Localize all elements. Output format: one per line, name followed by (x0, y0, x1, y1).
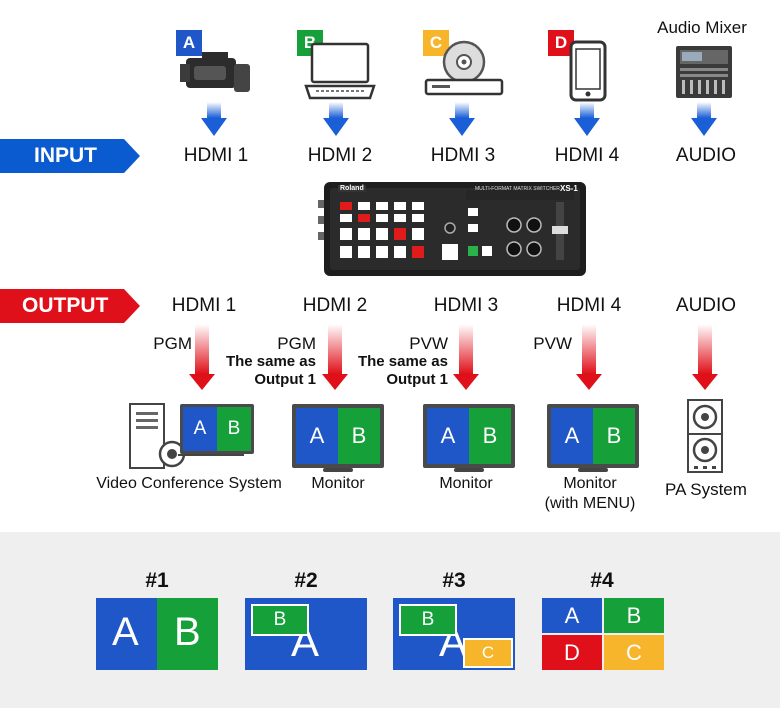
layout1-b: B (174, 610, 201, 654)
output-tag: OUTPUT (22, 294, 109, 317)
layout-num-1: #1 (145, 569, 169, 592)
device-label-out3: Monitor (439, 475, 493, 492)
screen-b: B (217, 407, 251, 451)
layout-2: A B (245, 598, 367, 670)
layout1-a: A (112, 610, 139, 654)
output-label-hdmi1: HDMI 1 (171, 295, 237, 316)
camcorder-icon (180, 52, 250, 92)
output-tag-shape (0, 289, 140, 323)
screen-a: A (183, 407, 217, 451)
smartphone-icon (569, 40, 607, 102)
layout-num-3: #3 (442, 569, 466, 592)
input-tag: INPUT (34, 144, 97, 167)
model-name: XS-1 (560, 184, 578, 193)
badge-c: C (423, 30, 449, 56)
layout-3: A B C (393, 598, 515, 670)
device-label-out4-sub: (with MENU) (544, 495, 636, 512)
audio-mixer-icon (676, 46, 732, 98)
device-label-out5: PA System (665, 480, 747, 499)
monitor-stand (323, 468, 353, 472)
screen-b: B (338, 408, 380, 464)
layout3-pip2: C (463, 638, 513, 668)
output-label-hdmi4: HDMI 4 (556, 295, 622, 316)
model-caption: MULTI-FORMAT MATRIX SWITCHER (475, 186, 560, 192)
note-out3-line1: The same as (357, 353, 448, 370)
note-out3-line2: Output 1 (386, 371, 448, 388)
disc-player-icon (424, 40, 504, 96)
chevron-down-icon (201, 102, 227, 136)
layout4-q2: B (604, 598, 664, 633)
input-label-audio: AUDIO (675, 145, 737, 166)
layout-num-4: #4 (590, 569, 614, 592)
pc-tower-icon (129, 403, 186, 469)
screen-a: A (427, 408, 469, 464)
screen-a: A (296, 408, 338, 464)
chevron-down-icon (189, 324, 215, 390)
device-label-out2: Monitor (311, 475, 365, 492)
layout4-q3: D (542, 635, 602, 670)
input-label-hdmi3: HDMI 3 (430, 145, 496, 166)
output-label-audio: AUDIO (675, 295, 737, 316)
input-label-hdmi4: HDMI 4 (554, 145, 620, 166)
monitor-stand (578, 468, 608, 472)
signal-out2: PGM (277, 334, 316, 353)
output-label-hdmi3: HDMI 3 (433, 295, 499, 316)
cable-line (178, 454, 244, 456)
layout4-q4: C (604, 635, 664, 670)
input-tag-shape (0, 139, 140, 173)
conference-monitor: A B (180, 404, 254, 454)
switcher-icon (318, 182, 586, 276)
input-arrows (201, 102, 717, 136)
layout2-pip: B (251, 604, 309, 636)
layout-1: A B (96, 598, 218, 670)
signal-out1: PGM (153, 334, 192, 353)
note-out2-line2: Output 1 (254, 371, 316, 388)
layout3-pip1: B (399, 604, 457, 636)
layout-num-2: #2 (294, 569, 318, 592)
input-label-hdmi2: HDMI 2 (307, 145, 373, 166)
laptop-icon (304, 42, 376, 100)
audio-mixer-title: Audio Mixer (657, 18, 747, 37)
device-label-out4: Monitor (563, 475, 617, 492)
device-label-out1: Video Conference System (96, 475, 282, 492)
brand-logo: Roland (338, 185, 366, 192)
layout4-q1: A (542, 598, 602, 633)
output-arrows (189, 324, 718, 390)
input-label-hdmi1: HDMI 1 (183, 145, 249, 166)
monitor-stand (454, 468, 484, 472)
badge-a: A (176, 30, 202, 56)
layout-4: A B D C (542, 598, 664, 670)
signal-out3: PVW (409, 334, 448, 353)
speaker-icon (687, 399, 723, 473)
screen-a: A (551, 408, 593, 464)
screen-b: B (469, 408, 511, 464)
signal-out4: PVW (533, 334, 572, 353)
screen-b: B (593, 408, 635, 464)
output-label-hdmi2: HDMI 2 (302, 295, 368, 316)
badge-d: D (548, 30, 574, 56)
note-out2-line1: The same as (225, 353, 316, 370)
